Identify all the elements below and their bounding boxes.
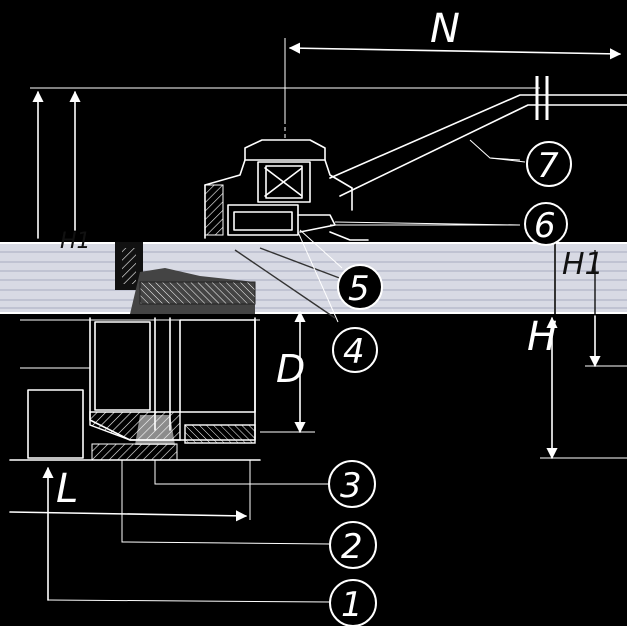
dimension-h: H — [527, 314, 627, 460]
callout-7-number: 7 — [537, 146, 559, 186]
callout-5: 5 — [337, 264, 383, 310]
callout-6-number: 6 — [534, 206, 556, 246]
label-h1-right: H1 — [562, 247, 604, 282]
label-l: L — [56, 466, 78, 512]
leader-lines — [47, 157, 526, 603]
dimension-d: D — [260, 310, 315, 434]
callout-4: 4 — [332, 327, 378, 373]
pipe-band: H1 H1 — [0, 229, 627, 319]
label-h1-left: H1 — [60, 229, 91, 254]
callout-3: 3 — [328, 460, 376, 508]
callout-5-number: 5 — [348, 269, 370, 309]
callout-2: 2 — [329, 521, 377, 569]
label-h: H — [527, 314, 557, 360]
lever-handle — [329, 76, 627, 197]
callout-1-number: 1 — [341, 585, 363, 625]
stem-bonnet — [204, 120, 521, 241]
valve-body — [9, 317, 261, 461]
callout-7: 7 — [526, 141, 572, 187]
label-n: N — [430, 6, 460, 52]
dimension-overall-height — [30, 87, 540, 239]
callout-3-number: 3 — [340, 466, 362, 506]
callout-2-number: 2 — [341, 527, 363, 567]
callout-6: 6 — [524, 202, 568, 246]
label-d: D — [276, 347, 305, 391]
callout-4-number: 4 — [343, 332, 365, 372]
dimension-n: N — [284, 6, 622, 120]
dimension-l: L — [9, 460, 251, 601]
callout-1: 1 — [329, 579, 377, 626]
